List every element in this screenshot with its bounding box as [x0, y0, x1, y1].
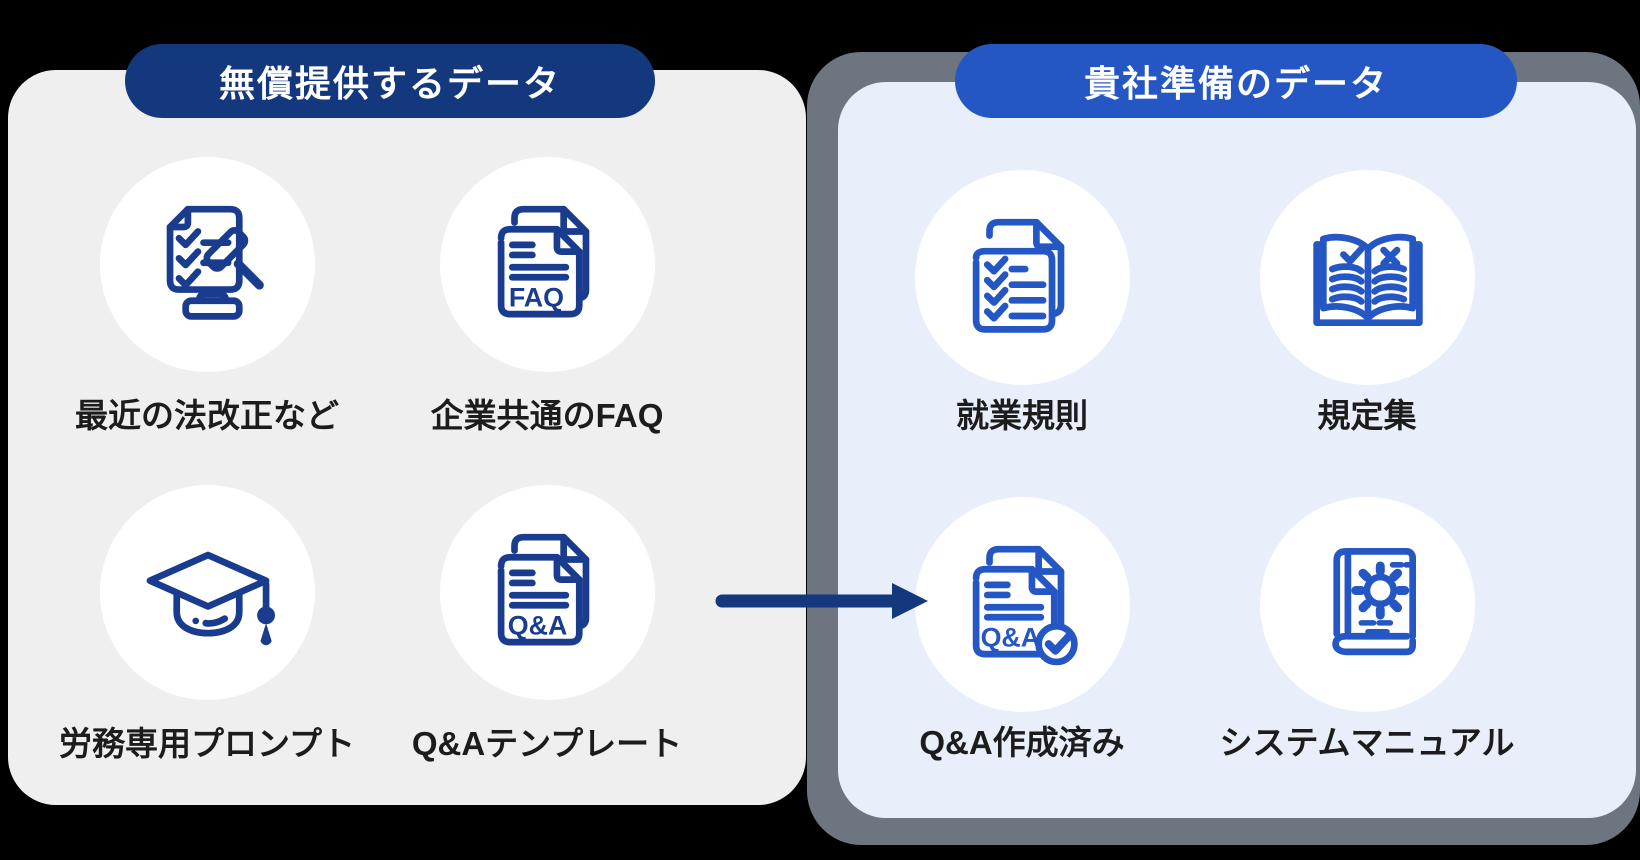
qa-icon-text: Q&A: [980, 622, 1040, 652]
item-common-faq: FAQ 企業共通のFAQ: [431, 157, 663, 434]
law-gavel-document-icon: [166, 205, 264, 320]
customer-data-header: 貴社準備のデータ: [955, 44, 1517, 118]
item-label: 企業共通のFAQ: [430, 397, 664, 434]
icon-circle: Q&A: [440, 485, 655, 700]
checklist-documents-icon: [972, 218, 1064, 333]
item-regulations: 規定集: [1260, 170, 1475, 434]
icon-circle: [1260, 170, 1475, 385]
item-label: 規定集: [1317, 397, 1417, 434]
right-arrow-icon: [715, 583, 928, 619]
open-book-check-icon: [1312, 233, 1423, 326]
item-law-revision: 最近の法改正など: [75, 157, 339, 434]
qa-documents-icon: Q&A: [497, 533, 589, 645]
qa-documents-check-icon: Q&A: [972, 545, 1078, 665]
icon-circle: [1260, 497, 1475, 712]
item-label: 就業規則: [956, 397, 1088, 434]
item-system-manual: システムマニュアル: [1219, 497, 1515, 761]
icon-circle: FAQ: [440, 157, 655, 372]
item-label: 最近の法改正など: [75, 397, 339, 434]
faq-documents-icon: FAQ: [497, 205, 589, 317]
icon-circle: [915, 170, 1130, 385]
icon-circle: [100, 157, 315, 372]
item-label: 労務専用プロンプト: [58, 725, 356, 762]
free-data-header: 無償提供するデータ: [125, 44, 655, 118]
item-label: システムマニュアル: [1219, 724, 1515, 761]
icon-circle: [100, 485, 315, 700]
item-label: Q&Aテンプレート: [411, 725, 683, 762]
item-work-rules: 就業規則: [915, 170, 1130, 434]
flow-arrow: [710, 578, 935, 624]
graduation-cap-icon: [146, 551, 275, 645]
qa-icon-text: Q&A: [507, 610, 567, 640]
item-label: Q&A作成済み: [919, 724, 1125, 761]
item-qa-created: Q&A Q&A作成済み: [915, 497, 1130, 761]
manual-gear-book-icon: [1331, 547, 1416, 655]
icon-circle: Q&A: [915, 497, 1130, 712]
item-labor-prompt: 労務専用プロンプト: [59, 485, 355, 762]
faq-icon-text: FAQ: [508, 282, 563, 312]
item-qa-template: Q&A Q&Aテンプレート: [412, 485, 682, 762]
